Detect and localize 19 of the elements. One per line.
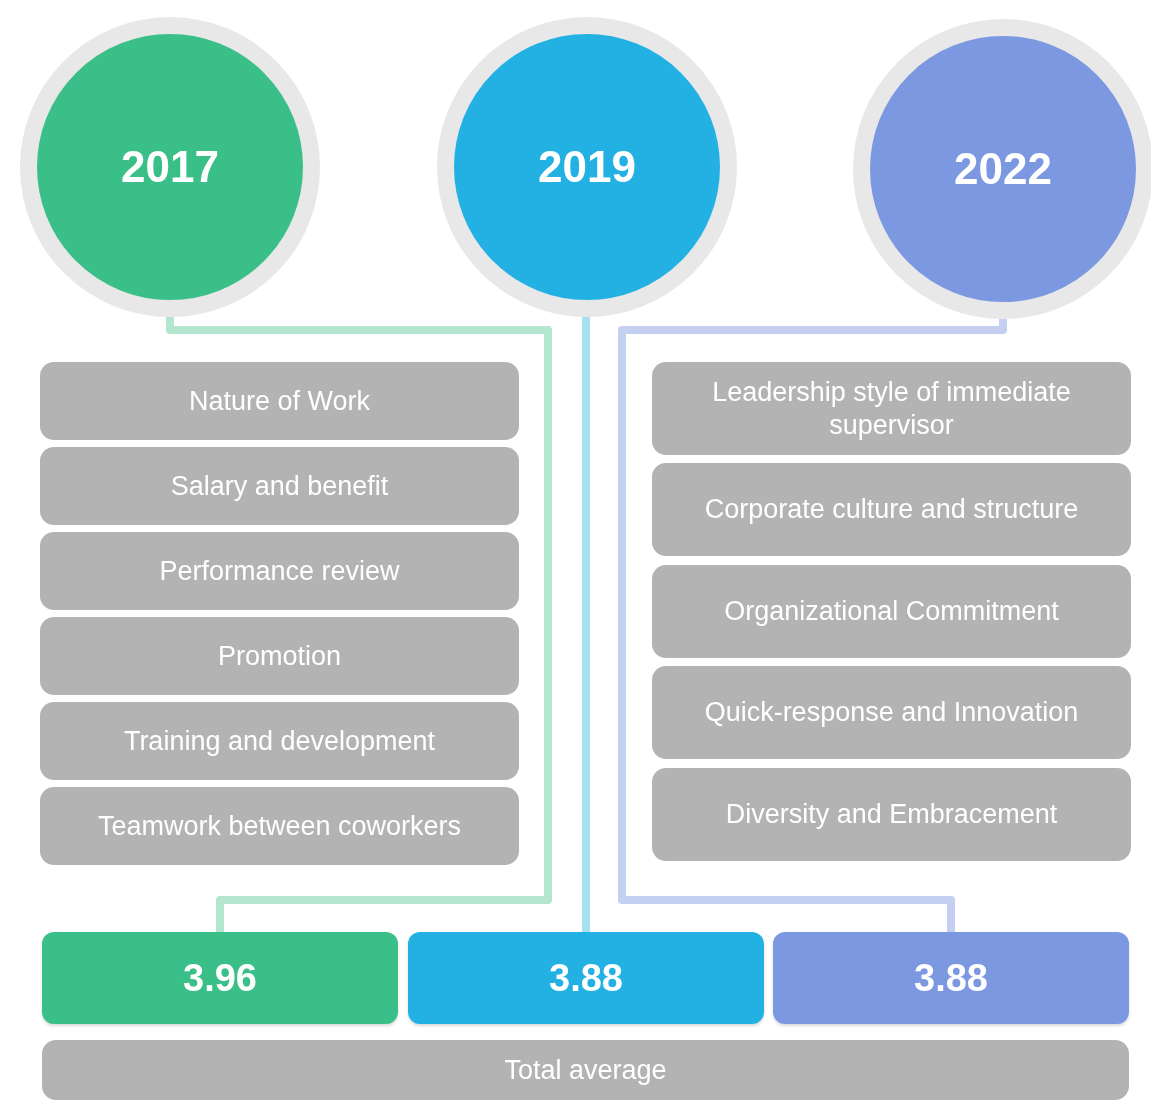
score-box: 3.88 — [773, 932, 1129, 1024]
total-bar: Total average — [42, 1040, 1129, 1100]
year-circle: 2017 — [20, 17, 320, 317]
factor-box: Corporate culture and structure — [652, 463, 1131, 556]
factor-box: Nature of Work — [40, 362, 519, 440]
factor-box: Teamwork between coworkers — [40, 787, 519, 865]
factor-box: Promotion — [40, 617, 519, 695]
factor-box: Quick-response and Innovation — [652, 666, 1131, 759]
connector-line — [166, 316, 552, 932]
factor-box: Leadership style of immediate supervisor — [652, 362, 1131, 455]
factor-box: Organizational Commitment — [652, 565, 1131, 658]
factor-box: Performance review — [40, 532, 519, 610]
year-circle: 2019 — [437, 17, 737, 317]
year-circle: 2022 — [853, 19, 1151, 319]
factor-box: Salary and benefit — [40, 447, 519, 525]
score-box: 3.96 — [42, 932, 398, 1024]
factor-box: Training and development — [40, 702, 519, 780]
factor-box: Diversity and Embracement — [652, 768, 1131, 861]
score-box: 3.88 — [408, 932, 764, 1024]
